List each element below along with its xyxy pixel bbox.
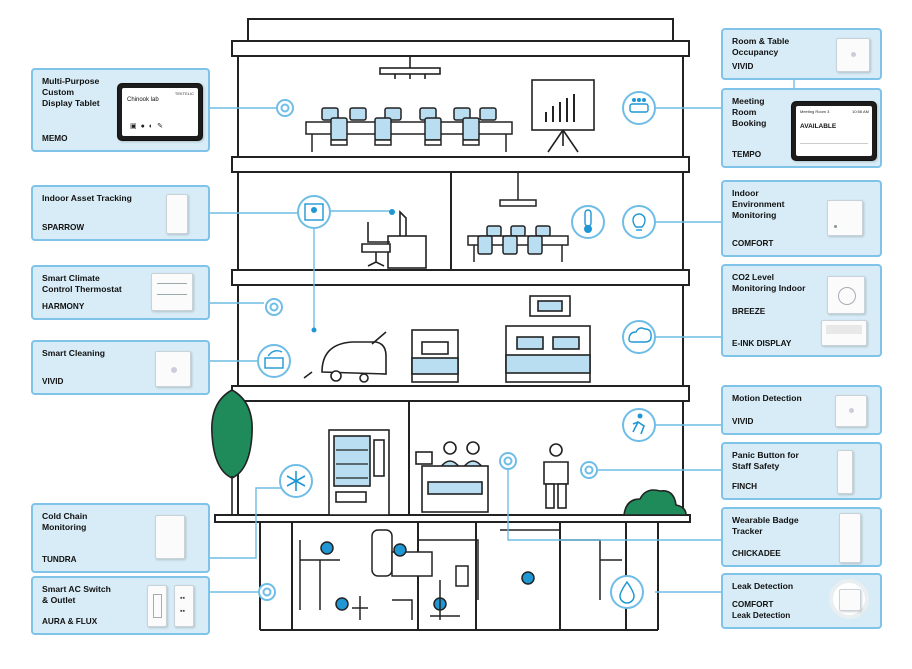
card-ac-switch[interactable]: Smart AC Switch& Outlet AURA & FLUX ▪▪▪▪ — [31, 576, 210, 635]
vivid-occupancy-image — [836, 38, 870, 72]
harmony-thermostat-image — [151, 273, 193, 311]
product-name: MEMO — [42, 134, 68, 143]
card-title: Leak Detection — [732, 581, 794, 591]
memo-tablet-image: TEKTELIC Chinook lab ▣●◐✎ — [117, 83, 203, 141]
occupancy-icon[interactable] — [622, 91, 656, 125]
card-title: Smart Cleaning — [42, 348, 106, 358]
product-name: VIVID — [732, 62, 754, 71]
asset-tracking-map-icon[interactable] — [297, 195, 331, 229]
chickadee-badge-image — [839, 513, 861, 563]
bed-single — [411, 329, 459, 383]
product-name: TEMPO — [732, 150, 762, 159]
product-name: SPARROW — [42, 223, 85, 232]
bush — [623, 489, 687, 516]
badge-target-icon[interactable] — [499, 452, 517, 470]
product-name: FINCH — [732, 482, 758, 491]
product-name: BREEZE — [732, 307, 766, 316]
finch-button-image — [837, 450, 853, 494]
presentation-board — [531, 79, 595, 153]
sparrow-device-image — [166, 194, 188, 234]
tempo-time: 10:56 AM — [852, 109, 869, 114]
product-name: TUNDRA — [42, 555, 77, 564]
office-desk — [361, 210, 427, 269]
product-name: HARMONY — [42, 302, 85, 311]
co2-icon[interactable] — [622, 320, 656, 354]
thermometer-icon[interactable] — [571, 205, 605, 239]
tempo-room-name: Meeting Room 3 — [800, 109, 830, 114]
product-name: COMFORT — [732, 239, 774, 248]
flux-outlet-image: ▪▪▪▪ — [174, 585, 194, 627]
comfort-sensor-image — [827, 200, 863, 236]
breeze-sensor-image — [827, 276, 865, 314]
snowflake-icon[interactable] — [279, 464, 313, 498]
product-name: VIVID — [732, 417, 754, 426]
cleaning-icon[interactable] — [257, 344, 291, 378]
panic-button-target-icon[interactable] — [580, 461, 598, 479]
tempo-status: AVAILABLE — [800, 123, 837, 130]
building — [214, 18, 691, 631]
display-tablet-target-icon[interactable] — [276, 99, 294, 117]
cleaning-machine — [303, 331, 387, 383]
product-name: CHICKADEE — [732, 549, 781, 558]
eink-display-image — [821, 320, 867, 346]
comfort-leak-sensor-image — [839, 589, 861, 611]
lightbulb-icon[interactable] — [622, 205, 656, 239]
product-name: VIVID — [42, 377, 64, 386]
hotel-staff — [543, 443, 569, 509]
conference-table — [305, 107, 513, 152]
motion-icon[interactable] — [622, 408, 656, 442]
card-asset-tracking[interactable]: Indoor Asset Tracking SPARROW — [31, 185, 210, 241]
card-smart-cleaning[interactable]: Smart Cleaning VIVID — [31, 340, 210, 395]
tree — [211, 389, 253, 515]
tempo-screen-image: Meeting Room 3 10:56 AM AVAILABLE — [791, 101, 877, 161]
leak-drop-icon[interactable] — [610, 575, 644, 609]
bed-double — [505, 295, 591, 383]
product-name-display: E-INK DISPLAY — [732, 339, 792, 348]
tundra-device-image — [155, 515, 185, 559]
connector-dots — [311, 209, 395, 333]
basement-pipes — [299, 529, 622, 620]
small-meeting-room — [467, 172, 569, 262]
ac-switch-target-icon[interactable] — [258, 583, 276, 601]
thermostat-target-icon[interactable] — [265, 298, 283, 316]
card-motion[interactable]: Motion Detection VIVID — [721, 385, 882, 435]
meeting-room-lamp — [379, 56, 441, 79]
aura-switch-image — [147, 585, 167, 627]
reception-desk — [415, 441, 489, 513]
card-title: Smart AC Switch& Outlet — [42, 584, 111, 605]
memo-brand: TEKTELIC — [174, 91, 194, 96]
card-title: Motion Detection — [732, 393, 802, 403]
vending-machine — [328, 429, 390, 516]
product-name: AURA & FLUX — [42, 617, 98, 626]
card-title: Indoor Asset Tracking — [42, 193, 132, 203]
memo-screen-title: Chinook lab — [127, 97, 159, 103]
vivid-motion-image — [835, 395, 867, 427]
connector-lines — [210, 80, 795, 593]
vivid-sensor-image — [155, 351, 191, 387]
